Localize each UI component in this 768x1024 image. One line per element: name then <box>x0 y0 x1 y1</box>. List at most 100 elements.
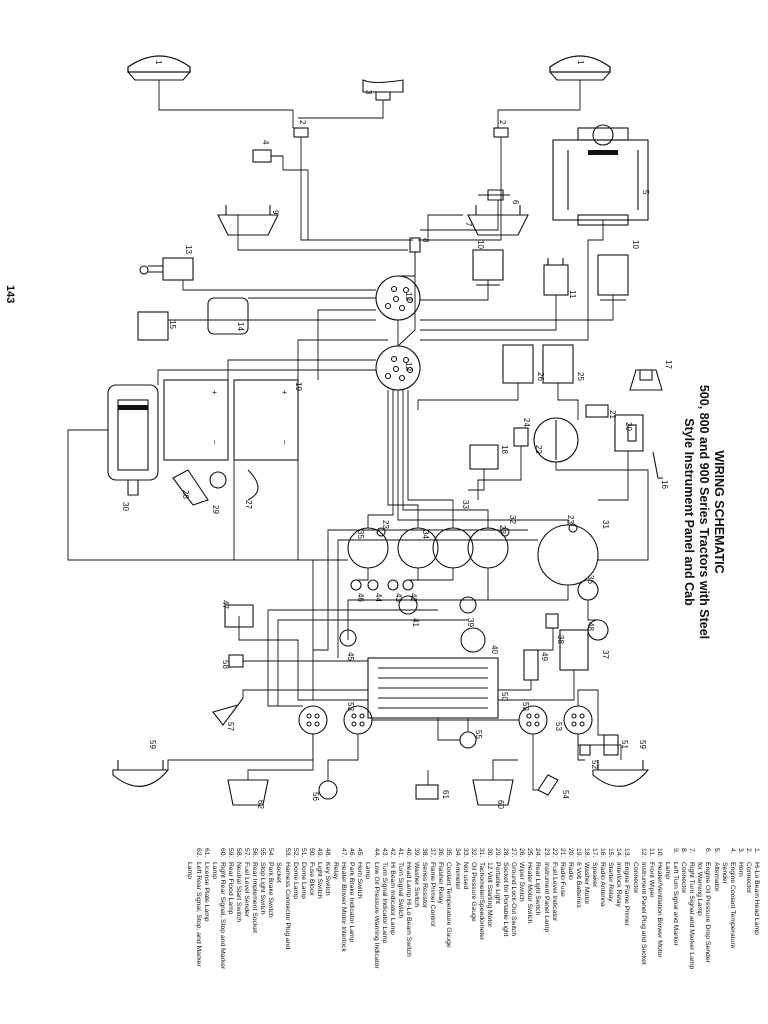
callout-number: 36 <box>586 575 595 584</box>
legend-item: 39. Washer Switch <box>412 848 420 1024</box>
legend-item-text: Wiper Switch <box>518 862 526 902</box>
starter-relay <box>137 311 169 341</box>
legend-item: 22.Fuel Level Indicator <box>550 848 558 1024</box>
legend-item: Connector <box>631 848 639 1024</box>
legend-item-text: Connector <box>631 862 639 894</box>
legend-item-text: Radio <box>566 862 574 880</box>
callout-number: 56 <box>311 792 320 801</box>
coolant-temperature-gauge <box>347 527 389 569</box>
legend-item-number: 5. <box>712 848 720 854</box>
legend-item: 2.Connector <box>744 848 752 1024</box>
legend-item-number: 44. <box>372 848 380 858</box>
legend-item-text: Coolant Temperature Gauge <box>445 862 453 948</box>
callout-number: 41 <box>411 618 420 627</box>
legend-item-text: Tachometer/Speedometer <box>477 862 485 941</box>
callout-number: 44 <box>374 593 383 602</box>
legend-item: 11.Front Wiper <box>647 848 655 1024</box>
portable-light <box>172 469 209 506</box>
instrument-panel-plug-lower <box>375 345 421 391</box>
legend-item-text: Engine Oil Pressure Drop Sender <box>704 862 712 963</box>
callout-number: 23 <box>566 515 575 524</box>
legend-item: 42. Hi Beam Indicator Lamp <box>388 848 396 1024</box>
callout-number: 11 <box>568 290 577 299</box>
legend-item-text: Hi Beam Indicator Lamp <box>388 862 396 935</box>
legend-item-number: 39. <box>413 848 421 858</box>
legend-item-text: Left Turn Signal and Marker <box>672 862 680 946</box>
legend-item-number: 40. <box>404 848 412 858</box>
callout-number: 12 <box>404 362 413 371</box>
legend-item-number: 23. <box>542 848 550 858</box>
callout-number: 27 <box>244 500 253 509</box>
legend-item: 45.Horn Switch <box>355 848 363 1024</box>
callout-number: 10 <box>476 240 485 249</box>
portable-light-socket <box>209 471 227 489</box>
legend-item-number: 10. <box>655 848 663 858</box>
legend-item-number: 3. <box>736 848 744 854</box>
legend-item: 30.12 Volt Starting Motor <box>485 848 493 1024</box>
legend-item-text: Instrument Panel Lamp <box>542 862 550 933</box>
callout-number: 2 <box>498 120 507 125</box>
legend-item-text: Speaker <box>591 862 599 888</box>
hi-beam-indicator-lamp <box>402 579 414 591</box>
legend-item-text: Turn Signal Indicator Lamp <box>380 862 388 944</box>
legend-item-number: 27. <box>510 848 518 858</box>
legend-item-text: Sender <box>720 862 728 884</box>
battery-right <box>163 379 229 461</box>
wiring-harness <box>67 80 649 791</box>
legend-item-text: Front Wiper <box>647 862 655 898</box>
legend-item-number: 6. <box>704 848 712 854</box>
legend-item-text: Engine Flame Primer <box>623 862 631 926</box>
legend-item-text: Fuse Block <box>307 862 315 896</box>
legend-item: 35. Coolant Temperature Gauge <box>444 848 452 1024</box>
legend-item: 15.Starter Relay <box>606 848 614 1024</box>
legend-item: 34.Ammeter <box>452 848 461 1024</box>
legend-item-text: Park Brake Switch <box>267 862 275 918</box>
license-plate-lamp <box>415 784 439 800</box>
legend-item-text: Harness Connector Plug and <box>283 862 291 950</box>
legend-item: 32.Oil Pressure Gauge <box>469 848 477 1024</box>
callout-number: 23 <box>498 525 507 534</box>
legend-item-number: 17. <box>591 848 599 858</box>
callout-number: 34 <box>421 530 430 539</box>
legend-item-number: 35. <box>445 848 453 858</box>
callout-number: 59 <box>148 740 157 749</box>
polarity-mark: + <box>210 390 219 395</box>
legend-item: 24.Rear Light Switch <box>533 848 541 1024</box>
callout-number: 48 <box>586 622 595 631</box>
callout-number: 4 <box>261 140 270 145</box>
legend-item: 9.Left Turn Signal and Marker <box>671 848 679 1024</box>
legend-item: 16.Radio Antenna <box>598 848 606 1024</box>
legend-item: 44.Low Oil Pressure Warning Indicator <box>372 848 380 1024</box>
legend-item-number: 16. <box>599 848 607 858</box>
legend-item-number: 52. <box>291 848 299 858</box>
legend-item-text: Rear Flood Lamp <box>226 862 234 915</box>
callout-number: 14 <box>236 322 245 331</box>
legend-item-number: 24. <box>534 848 542 858</box>
legend-item: 53. Harness Connector Plug and <box>282 848 291 1024</box>
callout-number: 8 <box>421 238 430 243</box>
legend-item-text: Ammeter <box>453 862 461 890</box>
legend-item-number: 53. <box>283 848 291 858</box>
legend-item: 56.Rear Implement Socket <box>250 848 258 1024</box>
oil-pressure-sender <box>478 189 510 201</box>
legend-item-number: 49. <box>315 848 323 858</box>
callout-number: 19 <box>294 382 303 391</box>
legend-item-text: Washer Switch <box>413 862 421 908</box>
harness-connector-4 <box>298 705 328 735</box>
legend-item-number: 48. <box>324 848 332 858</box>
callout-number: 1 <box>576 60 585 65</box>
legend-item-text: Lamp <box>364 862 372 880</box>
legend-item-number: 56. <box>251 848 259 858</box>
dome-lamp-52 <box>579 744 591 756</box>
legend-item-text: 12 Volt Starting Motor <box>485 862 493 928</box>
legend-item-text: Connector <box>680 862 688 894</box>
callout-number: 42 <box>409 593 418 602</box>
legend-item-number: 42. <box>388 848 396 858</box>
park-brake-switch <box>537 774 559 796</box>
legend-item: 62.Left Rear Signal, Stop, and Marker <box>193 848 202 1024</box>
callout-number: 3 <box>364 90 373 95</box>
fuse-block <box>367 657 499 719</box>
legend-item: 28.Socket for Portable Light <box>501 848 509 1024</box>
interlock-relay <box>207 297 249 335</box>
